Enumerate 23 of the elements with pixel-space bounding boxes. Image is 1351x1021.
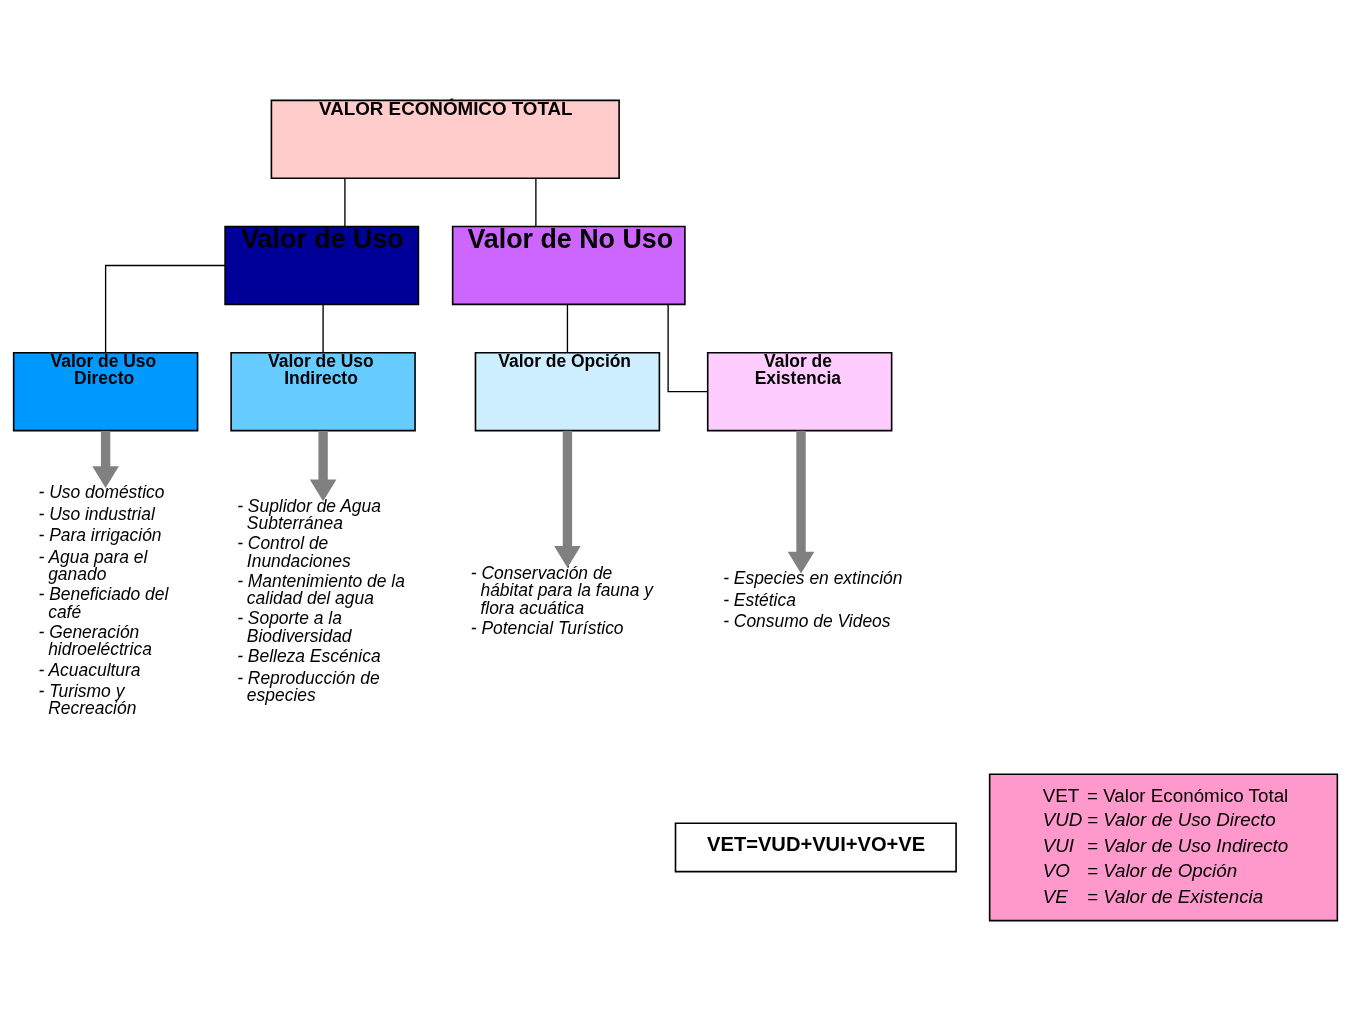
connector <box>104 264 226 354</box>
node-text: - Especies en extinción - Estética - Consumo de Videos <box>723 568 903 632</box>
node-box: Valor de Uso Indirecto <box>230 351 416 432</box>
arrow <box>309 430 337 502</box>
node-box: VALOR ECONÓMICO TOTAL <box>270 99 620 180</box>
arrow <box>92 430 119 488</box>
node-box: VET = Valor Económico Total VUD = Valor de Uso Directo VUI = Valor de Uso Indirecto VO = Valor de Opción VE = Valor de Existencia <box>988 773 1339 922</box>
node-box: Valor de No Uso <box>451 225 686 306</box>
connector <box>322 304 324 354</box>
node-box: Valor de Uso <box>224 225 420 306</box>
connector <box>535 177 537 227</box>
node-box: VET=VUD+VUI+VO+VE <box>674 822 957 873</box>
node-text: - Suplidor de Agua Subterránea - Control de Inundaciones - Mantenimiento de la calidad del agua - Soporte a la Biodiversidad - Belleza Escénica - Reproducción de especies <box>237 495 405 705</box>
arrow <box>554 430 581 568</box>
node-box: Valor de Existencia <box>706 351 893 432</box>
node-box: Valor de Uso Directo <box>12 351 199 432</box>
node-text: - Uso doméstico - Uso industrial - Para irrigación - Agua para el ganado - Beneficiado del café - Generación hidroeléctrica - Acuacultura - Turismo y Recreación <box>38 482 169 719</box>
connector <box>566 304 569 354</box>
connector <box>667 304 709 393</box>
node-text: - Conservación de hábitat para la fauna y flora acuática - Potencial Turístico <box>470 562 654 638</box>
node-box: Valor de Opción <box>474 351 661 432</box>
connector <box>344 177 346 227</box>
arrow <box>787 430 815 574</box>
